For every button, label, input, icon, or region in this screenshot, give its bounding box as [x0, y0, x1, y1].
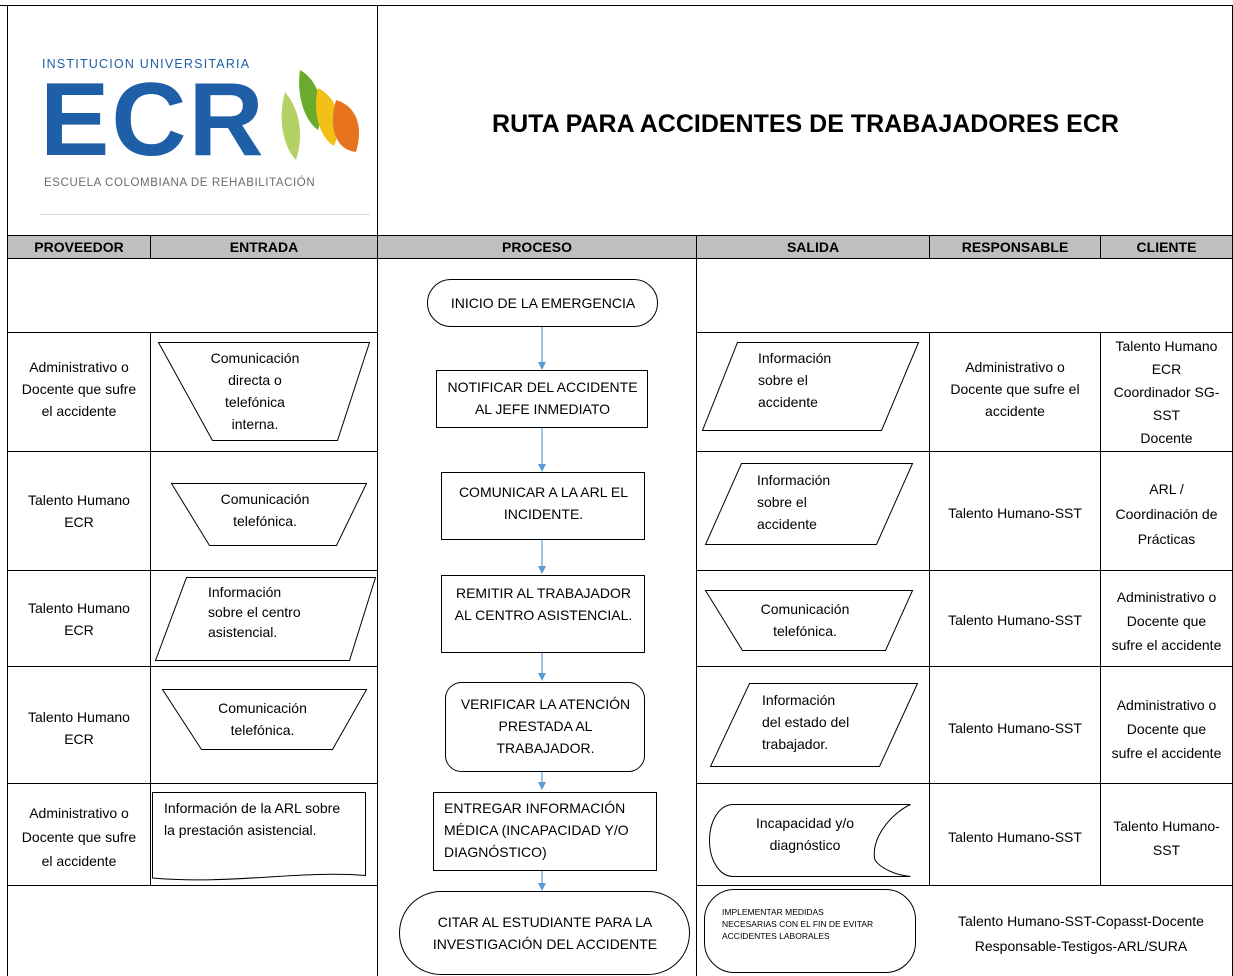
process-step-3 — [441, 575, 645, 653]
salida-stored-data-5 — [708, 804, 911, 877]
header-responsable: RESPONSABLE — [930, 236, 1100, 258]
process-end-terminator — [399, 891, 690, 975]
header-entrada: ENTRADA — [151, 236, 377, 258]
salida-final-terminator — [704, 889, 916, 973]
entrada-data-3 — [154, 577, 377, 661]
cliente-5: Talento Humano-SST — [1113, 818, 1220, 858]
process-step-1 — [436, 370, 648, 428]
logo-text-bottom: ESCUELA COLOMBIANA DE REHABILITACIÓN — [44, 177, 316, 189]
logo-leaf-orange — [332, 100, 360, 152]
flow-arrows — [538, 327, 546, 891]
salida-manual-op-3 — [704, 590, 914, 651]
process-step-5 — [433, 792, 657, 871]
header-proceso: PROCESO — [378, 236, 696, 258]
logo-mark: ECR — [40, 62, 266, 178]
salida-data-4 — [709, 683, 919, 767]
process-step-4 — [445, 682, 645, 772]
table-grid — [0, 5, 1233, 976]
responsable-5: Talento Humano-SST — [948, 829, 1082, 845]
entrada-manual-op-4 — [161, 689, 368, 750]
entrada-manual-op-2 — [170, 483, 368, 546]
entrada-document-5 — [152, 792, 366, 881]
logo-leaf-yellow — [315, 88, 339, 146]
header-cliente: CLIENTE — [1101, 236, 1232, 258]
process-step-2 — [441, 472, 645, 540]
ecr-logo — [40, 70, 370, 215]
logo-leaf-light — [281, 92, 301, 160]
salida-data-1 — [701, 342, 920, 431]
process-start-label: INICIO DE LA EMERGENCIA — [450, 295, 636, 311]
page-title: RUTA PARA ACCIDENTES DE TRABAJADORES ECR — [492, 110, 1119, 138]
salida-data-2 — [704, 463, 914, 545]
logo-leaf-green — [299, 70, 322, 130]
header-salida: SALIDA — [697, 236, 929, 258]
header-proveedor: PROVEEDOR — [8, 236, 150, 258]
entrada-manual-op-1 — [157, 342, 371, 441]
responsable-4: Talento Humano-SST — [948, 720, 1082, 736]
responsable-3: Talento Humano-SST — [948, 612, 1082, 628]
logo-text-top: INSTITUCION UNIVERSITARIA — [42, 57, 251, 71]
process-start-terminator — [427, 279, 658, 327]
responsable-2: Talento Humano-SST — [948, 505, 1082, 521]
